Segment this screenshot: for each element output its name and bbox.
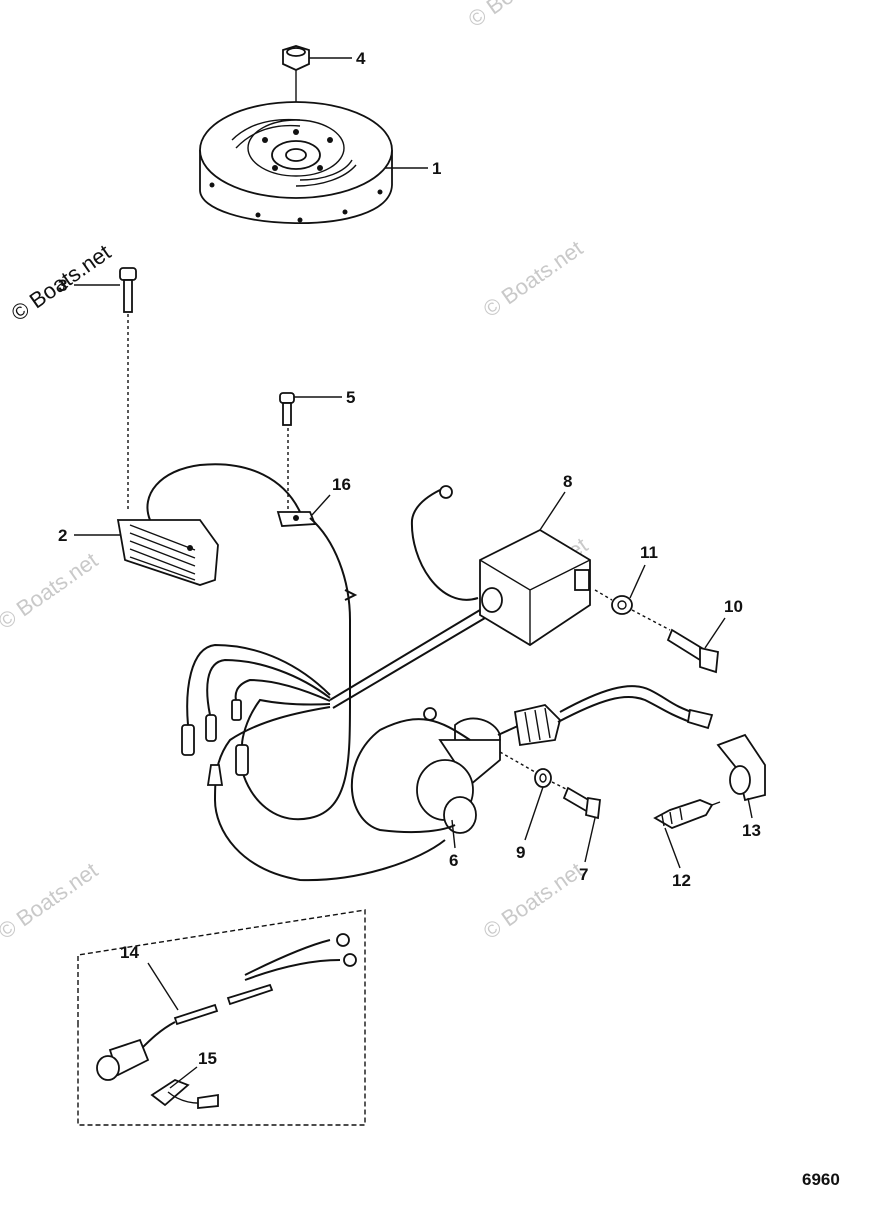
bolt-part-7 [562,786,601,820]
callout-2: 2 [58,526,67,545]
spark-plug-boot-part [716,733,766,802]
stop-switch-kit [77,909,366,1126]
callout-3: 3 [58,276,67,295]
leader-lines [74,57,753,1089]
clamp-part [276,511,317,527]
callout-13: 13 [742,821,761,840]
bolt-part-10 [666,628,719,674]
callout-8: 8 [563,472,572,491]
figure-number: 6960 [802,1170,840,1189]
callout-15: 15 [198,1049,217,1068]
callout-12: 12 [672,871,691,890]
screw-part-3 [119,267,137,510]
flywheel-part [199,101,393,225]
callout-5: 5 [346,388,355,407]
callout-1: 1 [432,159,441,178]
callout-16: 16 [332,475,351,494]
callout-7: 7 [579,865,588,884]
screw-part-5 [279,392,295,510]
watermark: © Boats.net [0,857,102,944]
callout-labels: 4 1 3 5 2 16 8 11 10 6 9 7 12 13 14 15 [58,49,761,1068]
nut-part [282,45,310,150]
callout-4: 4 [356,49,366,68]
callout-9: 9 [516,843,525,862]
callout-10: 10 [724,597,743,616]
callout-6: 6 [449,851,458,870]
spark-plug-part [653,799,721,829]
watermark: © Boats.net [479,235,588,322]
watermark: © Boats.net [464,0,573,32]
ignition-coil-part [350,685,714,834]
callout-11: 11 [640,543,658,562]
stator-coil-part [116,463,301,586]
callout-14: 14 [120,943,139,962]
switch-box-part [329,485,591,709]
washer-part-9 [499,751,569,791]
watermark: © Boats.net [0,547,102,634]
wire-harness [181,517,446,882]
washer-part-11 [594,589,671,631]
watermark: © Boats.net [479,857,588,944]
